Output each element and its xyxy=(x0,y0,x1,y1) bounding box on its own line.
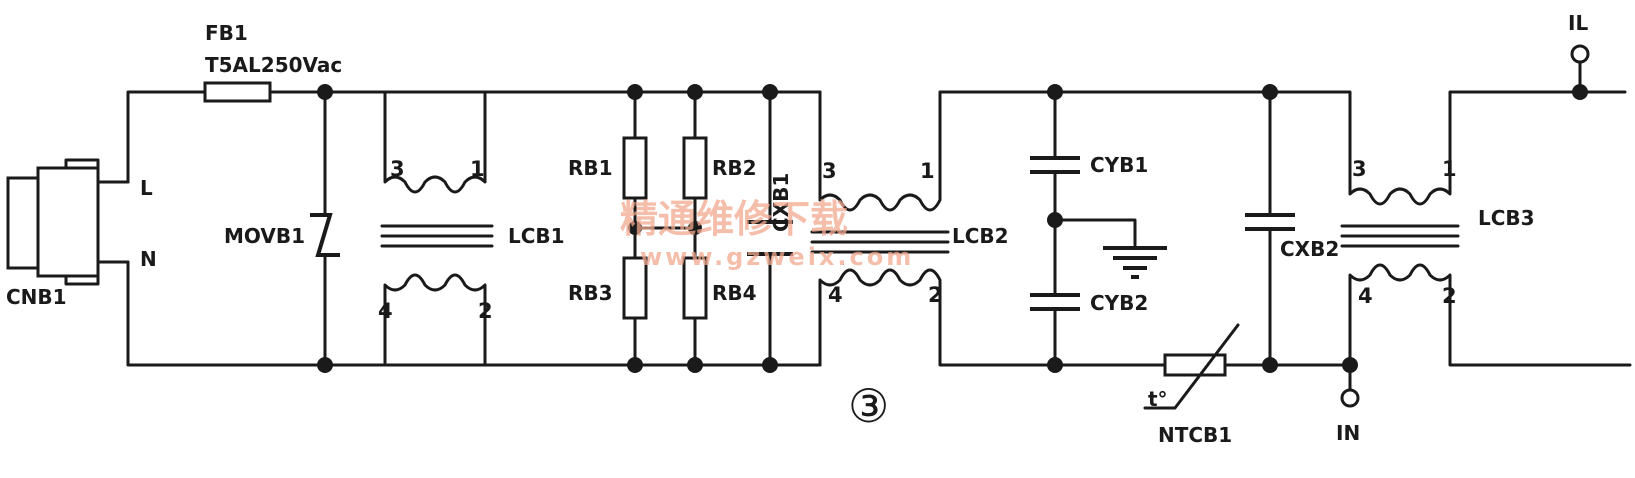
lcb1-pin3: 3 xyxy=(390,157,405,181)
choke-lcb2 xyxy=(810,90,1332,367)
lcb2-pin4: 4 xyxy=(828,283,843,307)
terminal-il xyxy=(1570,44,1590,64)
lcb1-label: LCB1 xyxy=(508,224,565,248)
resistor-rb3 xyxy=(622,256,648,320)
lcb3-pin2: 2 xyxy=(1442,284,1457,308)
lcb2-label: LCB2 xyxy=(952,224,1009,248)
movb1-label: MOVB1 xyxy=(224,224,305,248)
cxb2-label: CXB2 xyxy=(1280,237,1339,261)
cxb1-label: CXB1 xyxy=(769,173,793,232)
resistor-rb1 xyxy=(622,136,648,200)
choke-lcb1 xyxy=(380,90,494,367)
pin-l-label: L xyxy=(140,176,153,200)
cyb2-label: CYB2 xyxy=(1090,291,1148,315)
lcb1-pin4: 4 xyxy=(378,299,393,323)
ntcb1-label: NTCB1 xyxy=(1158,423,1232,447)
rb4-label: RB4 xyxy=(712,281,757,305)
lcb2-pin1: 1 xyxy=(920,159,935,183)
y-capacitors xyxy=(1030,84,1167,373)
lcb3-pin1: 1 xyxy=(1442,157,1457,181)
in-label: IN xyxy=(1336,421,1360,445)
rb2-label: RB2 xyxy=(712,156,757,180)
figure-number: ③ xyxy=(848,379,889,433)
resistor-rb4 xyxy=(682,256,708,320)
resistor-rb2 xyxy=(682,136,708,200)
lcb1-pin1: 1 xyxy=(470,157,485,181)
input-wiring xyxy=(126,90,502,367)
watermark-text: 精通维修下载 xyxy=(620,197,848,241)
cyb1-label: CYB1 xyxy=(1090,153,1148,177)
lcb3-pin3: 3 xyxy=(1352,157,1367,181)
lcb3-pin4: 4 xyxy=(1358,284,1373,308)
rb3-label: RB3 xyxy=(568,281,613,305)
lcb2-pin2: 2 xyxy=(928,283,943,307)
lcb2-pin3: 3 xyxy=(822,159,837,183)
il-label: IL xyxy=(1568,11,1588,35)
resistor-network xyxy=(498,84,822,373)
varistor-movb1 xyxy=(310,84,340,373)
ntcb1-symbol: t° xyxy=(1148,387,1168,411)
lcb1-pin2: 2 xyxy=(478,299,493,323)
fb1-label: FB1 xyxy=(205,21,248,45)
cnb1-label: CNB1 xyxy=(6,285,67,309)
watermark-url: www.gzweix.com xyxy=(640,243,914,271)
rb1-label: RB1 xyxy=(568,156,613,180)
thermistor-ntcb1 xyxy=(1143,323,1240,410)
terminal-in xyxy=(1340,388,1360,408)
output-terminals xyxy=(1340,44,1590,408)
lcb3-label: LCB3 xyxy=(1478,206,1535,230)
capacitor-cxb2 xyxy=(1245,84,1295,373)
fb1-value: T5AL250Vac xyxy=(205,53,342,77)
pin-n-label: N xyxy=(140,247,157,271)
fuse-fb1 xyxy=(203,81,272,103)
connector-cnb1 xyxy=(6,158,130,286)
choke-lcb3 xyxy=(1248,90,1632,367)
